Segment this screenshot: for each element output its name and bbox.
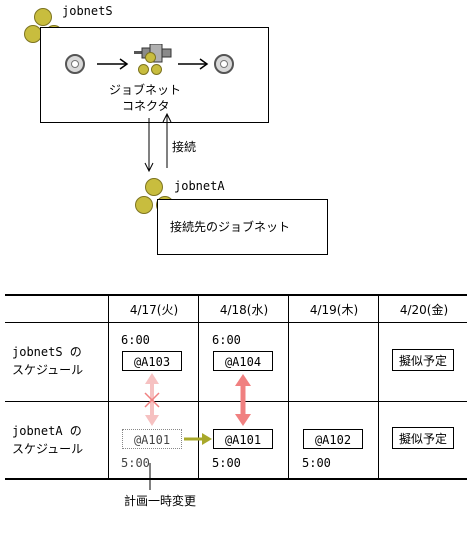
row-label-jobnetA-line2: スケジュール <box>12 442 84 456</box>
s-job-0418: @A104 <box>213 351 273 371</box>
a-job-0419: @A102 <box>303 429 363 449</box>
a-time-0419: 5:00 <box>302 456 331 470</box>
connection-label: 接続 <box>172 140 197 154</box>
start-node-icon <box>65 54 85 74</box>
s-pseudo-schedule-0420: 擬似予定 <box>392 349 454 371</box>
connector-label-line2: コネクタ <box>122 99 170 113</box>
jobnetS-label: jobnetS <box>62 4 113 18</box>
link-arrow-0418 <box>235 374 251 426</box>
jobnetS-box <box>40 27 269 123</box>
a-time-0417: 5:00 <box>121 456 150 470</box>
row-label-jobnetS: jobnetS の スケジュール <box>12 343 83 379</box>
top-arrows <box>97 58 209 173</box>
a-pseudo-schedule-0420: 擬似予定 <box>392 427 454 449</box>
jobnetA-label: jobnetA <box>174 179 225 193</box>
a-time-0418: 5:00 <box>212 456 241 470</box>
target-jobnet-box <box>157 199 328 255</box>
s-job-0417: @A103 <box>122 351 182 371</box>
a-job-0417: @A101 <box>122 429 182 449</box>
col-header-0420: 4/20(金) <box>399 303 449 317</box>
s-time-0417: 6:00 <box>121 333 150 347</box>
row-label-jobnetS-line2: スケジュール <box>12 363 84 377</box>
row-label-jobnetS-line1: jobnetS の <box>12 345 82 359</box>
caption-temporary-change: 計画一時変更 <box>124 494 197 508</box>
connector-label-line1: ジョブネット <box>109 83 182 97</box>
col-header-0417: 4/17(火) <box>129 303 179 317</box>
end-node-icon <box>214 54 234 74</box>
s-time-0418: 6:00 <box>212 333 241 347</box>
move-arrow <box>184 433 212 445</box>
target-jobnet-label: 接続先のジョブネット <box>170 220 291 234</box>
cancel-cross-mark <box>144 392 160 408</box>
col-header-0418: 4/18(水) <box>219 303 269 317</box>
row-label-jobnetA: jobnetA の スケジュール <box>12 422 83 458</box>
row-label-jobnetA-line1: jobnetA の <box>12 424 82 438</box>
col-header-0419: 4/19(木) <box>309 303 359 317</box>
a-job-0418: @A101 <box>213 429 273 449</box>
